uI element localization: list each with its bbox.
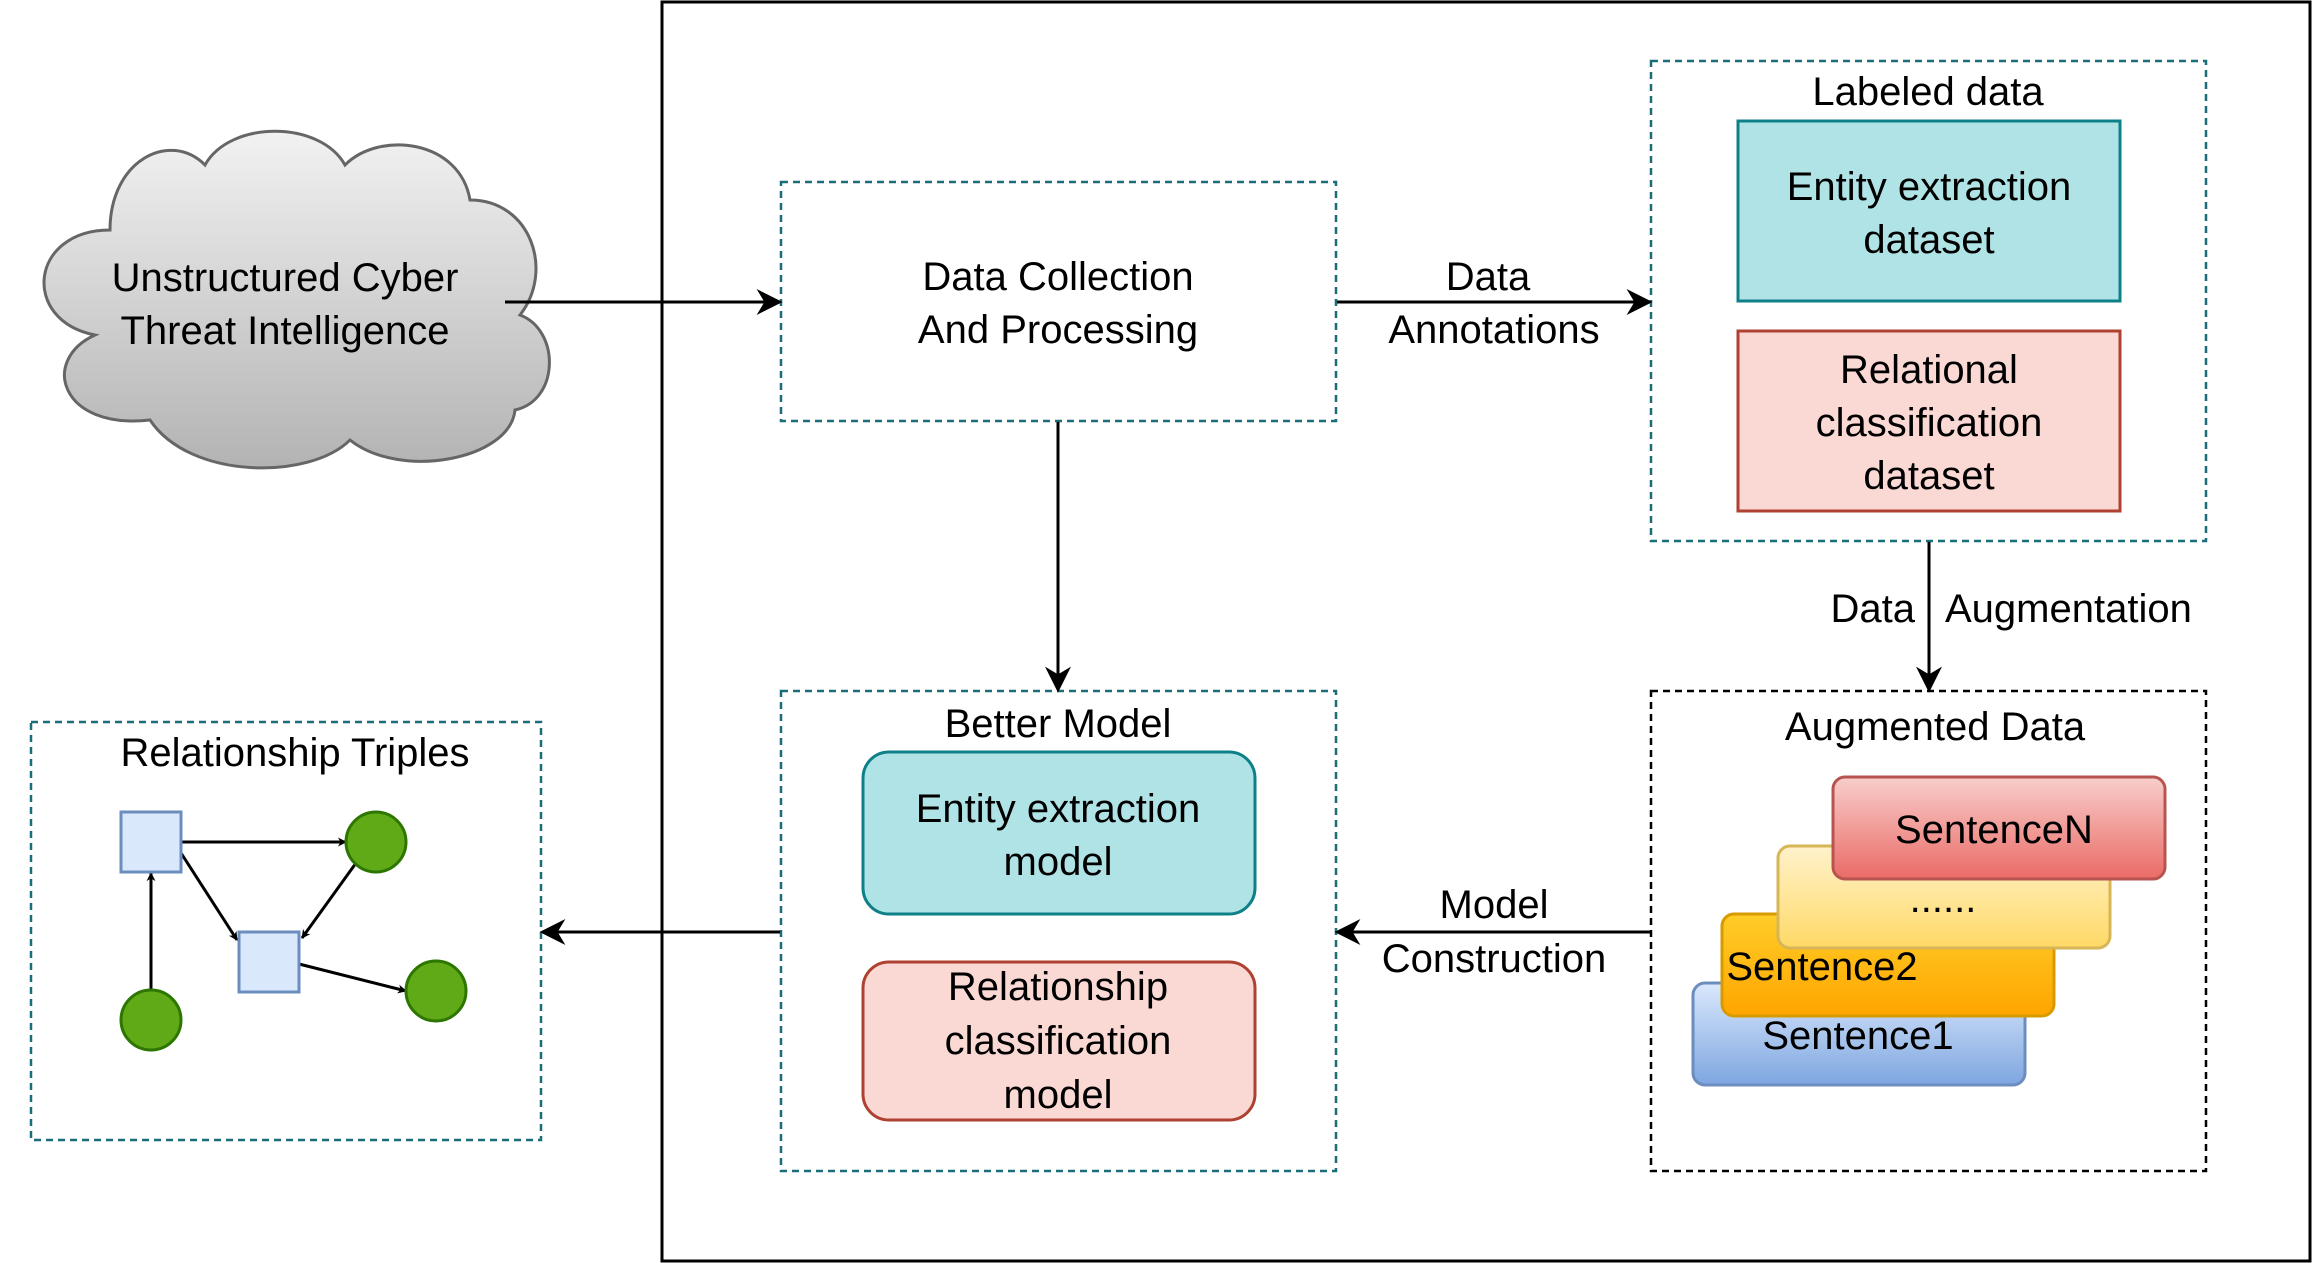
data-collection-line1: Data Collection [922, 255, 1193, 299]
relationship-model-line3: model [1004, 1073, 1113, 1117]
labeled-data-title: Labeled data [1812, 70, 2044, 114]
data-annotations-line2: Annotations [1388, 308, 1599, 352]
data-annotations-line1: Data [1446, 255, 1531, 299]
sentence-ellipsis-label: ...... [1910, 877, 1977, 921]
better-model-group: Better Model Entity extraction model Rel… [779, 689, 1338, 1173]
data-augmentation-part1: Data [1831, 587, 1916, 631]
graph-node-circle [404, 959, 468, 1023]
cyber-threat-cloud: Unstructured Cyber Threat Intelligence [42, 129, 551, 470]
relationship-model-line2: classification [945, 1019, 1172, 1063]
cloud-label-line1: Unstructured Cyber [112, 256, 459, 300]
graph-node-circle [119, 988, 183, 1052]
graph-edge [300, 862, 358, 939]
relationship-model-line1: Relationship [948, 965, 1168, 1009]
sentence-1-label: Sentence1 [1762, 1014, 1953, 1058]
entity-model-line2: model [1004, 840, 1113, 884]
entity-dataset-line1: Entity extraction [1787, 165, 2072, 209]
entity-extraction-model: Entity extraction model [861, 750, 1257, 916]
labeled-data-group: Labeled data Entity extraction dataset R… [1649, 59, 2208, 543]
relationship-classification-model: Relationship classification model [861, 960, 1257, 1122]
graph-node-square [119, 810, 183, 874]
data-collection-line2: And Processing [918, 308, 1198, 352]
entity-model-line1: Entity extraction [916, 787, 1201, 831]
augmented-data-group: Augmented Data Sentence1 Sentence2 .....… [1649, 689, 2208, 1173]
data-augmentation-part2: Augmentation [1945, 587, 2192, 631]
graph-edge [179, 852, 239, 941]
sentence-n-label: SentenceN [1895, 808, 2093, 852]
entity-dataset-line2: dataset [1863, 218, 1994, 262]
graph-node-circle [344, 810, 408, 874]
model-construction-line1: Model [1440, 883, 1549, 927]
graph-node-square [237, 930, 301, 994]
better-model-title: Better Model [945, 702, 1172, 746]
relationship-triples-group: Relationship Triples [29, 720, 543, 1142]
sentence-2-label: Sentence2 [1726, 945, 1917, 989]
graph-edge [298, 962, 407, 994]
mini-graph [119, 810, 468, 1052]
relationship-triples-title: Relationship Triples [120, 731, 469, 775]
system-frame [660, 0, 2312, 1263]
relational-dataset-line3: dataset [1863, 454, 1994, 498]
data-collection-node: Data Collection And Processing [779, 180, 1338, 423]
relational-dataset-line1: Relational [1840, 348, 2018, 392]
entity-extraction-dataset: Entity extraction dataset [1736, 119, 2122, 303]
relational-dataset-line2: classification [1816, 401, 2043, 445]
model-construction-line2: Construction [1382, 937, 1607, 981]
augmented-data-title: Augmented Data [1785, 705, 2086, 749]
cloud-label-line2: Threat Intelligence [120, 309, 449, 353]
relational-classification-dataset: Relational classification dataset [1736, 329, 2122, 513]
sentence-n-card: SentenceN [1831, 775, 2167, 881]
